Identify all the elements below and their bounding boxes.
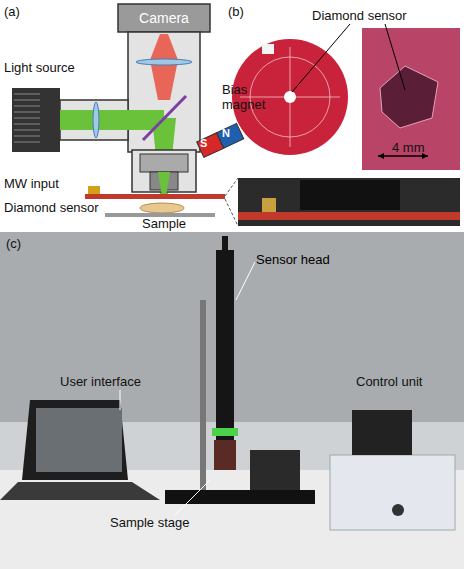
sample-blob <box>140 203 184 213</box>
camera-cable <box>222 236 228 252</box>
pole-label: N <box>222 126 236 141</box>
part-label: Control unit <box>356 374 456 389</box>
panel-label: (b) <box>228 4 258 19</box>
control-box <box>330 455 455 530</box>
mw-connector <box>88 186 100 194</box>
green-beam <box>60 110 164 130</box>
magnet <box>197 123 244 157</box>
pole-label: S <box>200 136 214 151</box>
scale-head <box>378 153 384 159</box>
leader-line <box>236 262 255 300</box>
lab-photo <box>0 232 464 569</box>
sensor-base <box>214 440 236 470</box>
stage-mount <box>250 450 300 490</box>
heat-fins <box>14 94 40 142</box>
tube-lens <box>136 59 192 65</box>
laptop-display <box>36 408 122 472</box>
part-label: Sample <box>142 216 202 231</box>
diamond-photo <box>362 28 460 170</box>
red-beam <box>150 34 178 100</box>
pcb-edge-photo <box>238 212 460 220</box>
laptop-screen <box>22 400 128 480</box>
panel-label: (a) <box>4 4 34 19</box>
part-label: Diamond sensor <box>312 8 422 23</box>
diamond-chip <box>380 66 438 128</box>
part-label: Diamond sensor <box>4 200 104 215</box>
scale-bar <box>378 155 428 157</box>
stand-rod <box>200 300 206 490</box>
control-knob <box>392 504 404 516</box>
zoom-line <box>225 178 238 196</box>
panel-label: (c) <box>6 236 36 251</box>
diamond-pcb <box>85 194 225 199</box>
green-beam-tip <box>158 172 170 196</box>
sensor-tube <box>216 250 234 440</box>
leader-line <box>120 390 121 410</box>
node-text: Camera <box>139 10 189 26</box>
part-label: User interface <box>60 374 160 389</box>
side-photo <box>238 178 460 226</box>
pcb-hole <box>284 91 296 103</box>
part-label: Sample stage <box>110 515 210 530</box>
control-fan <box>352 410 412 455</box>
camera-body <box>118 4 210 32</box>
light-source <box>12 88 60 152</box>
objective-photo <box>300 180 400 210</box>
leader-line <box>385 24 405 90</box>
part-label: Sensor head <box>256 252 346 267</box>
dimension-label: 4 mm <box>392 140 442 155</box>
leader-line <box>292 24 350 92</box>
objective <box>140 154 188 172</box>
connector-photo <box>262 198 276 212</box>
laptop-base <box>0 482 160 500</box>
camera-box: Camera <box>118 4 210 32</box>
dichroic-mirror <box>143 96 186 140</box>
part-label: MW input <box>4 176 84 191</box>
zoom-line <box>225 199 238 226</box>
part-label: Bias magnet <box>222 82 282 112</box>
leader-line <box>175 480 210 515</box>
green-light <box>212 428 238 436</box>
pcb-logo <box>262 44 274 54</box>
condenser-lens <box>93 102 99 138</box>
part-label: Light source <box>4 60 84 75</box>
